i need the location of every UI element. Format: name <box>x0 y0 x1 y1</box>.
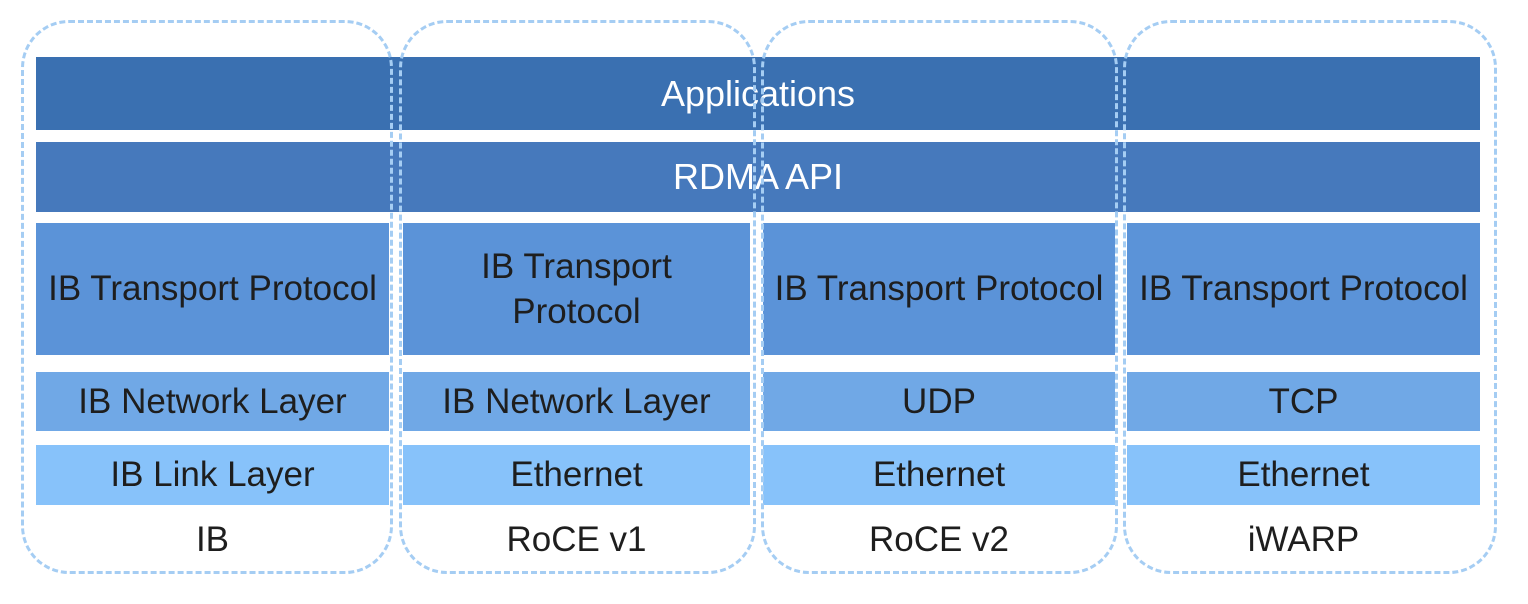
network-box-ib: IB Network Layer <box>36 372 389 431</box>
network-box-iwarp: TCP <box>1127 372 1480 431</box>
stack-label-ib: IB <box>195 520 230 560</box>
stack-label-iwarp: iWARP <box>1247 520 1360 560</box>
link-box-roce-v1: Ethernet <box>403 445 750 505</box>
network-box-roce-v2: UDP <box>763 372 1115 431</box>
stack-label-roce-v1: RoCE v1 <box>506 520 647 560</box>
link-box-roce-v2: Ethernet <box>763 445 1115 505</box>
link-box-ib: IB Link Layer <box>36 445 389 505</box>
transport-box-ib: IB Transport Protocol <box>36 223 389 355</box>
transport-box-roce-v2: IB Transport Protocol <box>763 223 1115 355</box>
applications-bar: Applications <box>36 57 1480 130</box>
link-box-iwarp: Ethernet <box>1127 445 1480 505</box>
network-box-roce-v1: IB Network Layer <box>403 372 750 431</box>
stack-label-roce-v2: RoCE v2 <box>868 520 1010 560</box>
transport-box-iwarp: IB Transport Protocol <box>1127 223 1480 355</box>
transport-box-roce-v1: IB Transport Protocol <box>403 223 750 355</box>
rdma-api-bar: RDMA API <box>36 142 1480 212</box>
